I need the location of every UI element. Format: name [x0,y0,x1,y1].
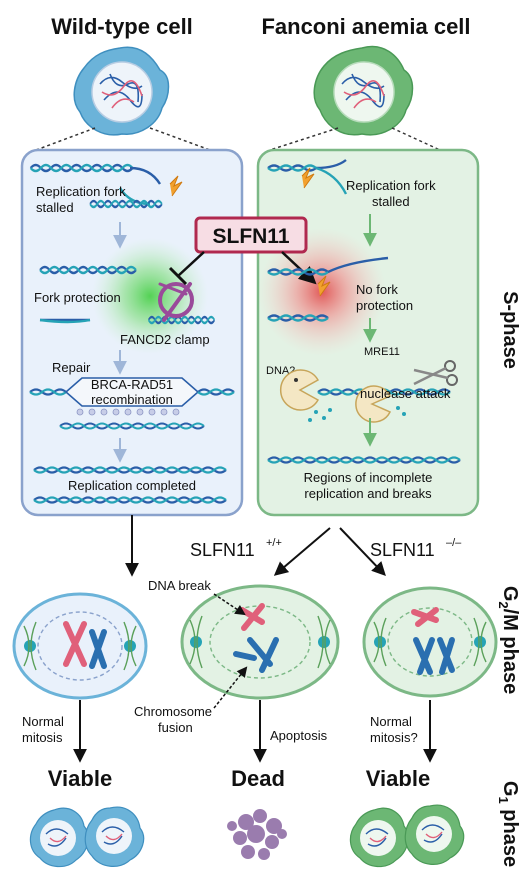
g1-phase-label: G1 phase [496,781,520,867]
fusion-pointer [213,666,248,709]
mre11-label: MRE11 [364,346,400,358]
attacked-dna [308,385,451,423]
normal-mitosis-line1: Normal [22,714,64,729]
slfn11-neg-label: SLFN11 [370,540,435,560]
fusion-label-line1: Chromosome [134,704,212,719]
daughter-cells-right [349,804,465,868]
genotype-negative: SLFN11 –/– [370,537,462,560]
slfn11-neg-sup: –/– [446,537,462,549]
incomplete-line1: Regions of incomplete [304,470,433,485]
g2m-rest: /M phase [499,609,520,695]
right-fork-stalled-line1: Replication fork [346,178,436,193]
left-protected-dna [38,265,216,325]
slfn11-activation-arrow [281,251,317,285]
completed-dna [33,466,227,504]
zoom-lines [35,127,441,151]
arrow-to-slfn-positive [273,527,331,576]
fanconi-cell-icon [313,45,414,136]
svg-text:G2/M phase: G2/M phase [496,586,520,694]
g2m-g: G [499,586,520,602]
s-phase-label: S-phase [499,291,520,369]
dna-break-pointer [213,593,246,616]
genotype-positive: SLFN11 +/+ [190,537,282,560]
wild-type-cell-icon [73,46,170,136]
slfn11-pos-label: SLFN11 [190,540,255,560]
no-protection-line2: protection [356,298,413,313]
fancd2-label: FANCD2 clamp [120,332,210,347]
nuclease-attack-label: nuclease attack [360,386,451,401]
no-protection-line1: No fork [356,282,398,297]
brca-rad51-structure [29,377,235,430]
repair-label: Repair [52,360,91,375]
title-wild-type: Wild-type cell [51,14,193,39]
fork-protection-label: Fork protection [34,290,121,305]
g2m-sub: 2 [496,601,511,608]
slfn11-box [194,216,308,254]
dead-cell-fragments [227,809,287,860]
g1-sub: 1 [496,796,511,803]
right-fork-dna [267,159,348,195]
apoptosis-label: Apoptosis [270,728,328,743]
outcome-viable-right: Viable [366,766,430,791]
g2m-phase-label: G2/M phase [496,586,520,694]
slfn11-inhibition-line [168,251,205,286]
brca-label-line1: BRCA-RAD51 [91,377,173,392]
outcome-dead: Dead [231,766,285,791]
normal-mitosis-q-line2: mitosis? [370,730,418,745]
outcome-viable-left: Viable [48,766,112,791]
right-unprotected-dna [267,256,389,322]
incomplete-line2: replication and breaks [304,486,432,501]
brca-label-line2: recombination [91,392,173,407]
completed-label: Replication completed [68,478,196,493]
left-fork-stalled-line2: stalled [36,200,74,215]
right-fork-stalled-line2: stalled [372,194,410,209]
g1-g: G [499,781,520,797]
broken-dna [267,456,461,464]
arrow-to-slfn-negative [339,527,386,577]
normal-mitosis-line2: mitosis [22,730,63,745]
title-fanconi: Fanconi anemia cell [261,14,470,39]
slfn11-pos-sup: +/+ [266,537,282,549]
left-fork-stalled-line1: Replication fork [36,184,126,199]
pacman-nuclease-icon [280,369,320,411]
fancd2-clamp-icon [158,282,194,322]
normal-mitosis-q-line1: Normal [370,714,412,729]
scissors-icon [413,360,458,386]
fusion-label-line2: fusion [158,720,193,735]
mitotic-cell-middle [180,584,340,700]
g1-rest: phase [499,804,520,867]
svg-text:G1 phase: G1 phase [496,781,520,867]
slfn11-label: SLFN11 [212,225,289,248]
mitotic-cell-right [362,586,498,698]
dna-break-label: DNA break [148,578,211,593]
left-fork-dna [29,163,183,209]
daughter-cells-left [29,806,145,868]
mitotic-cell-left [12,592,148,700]
